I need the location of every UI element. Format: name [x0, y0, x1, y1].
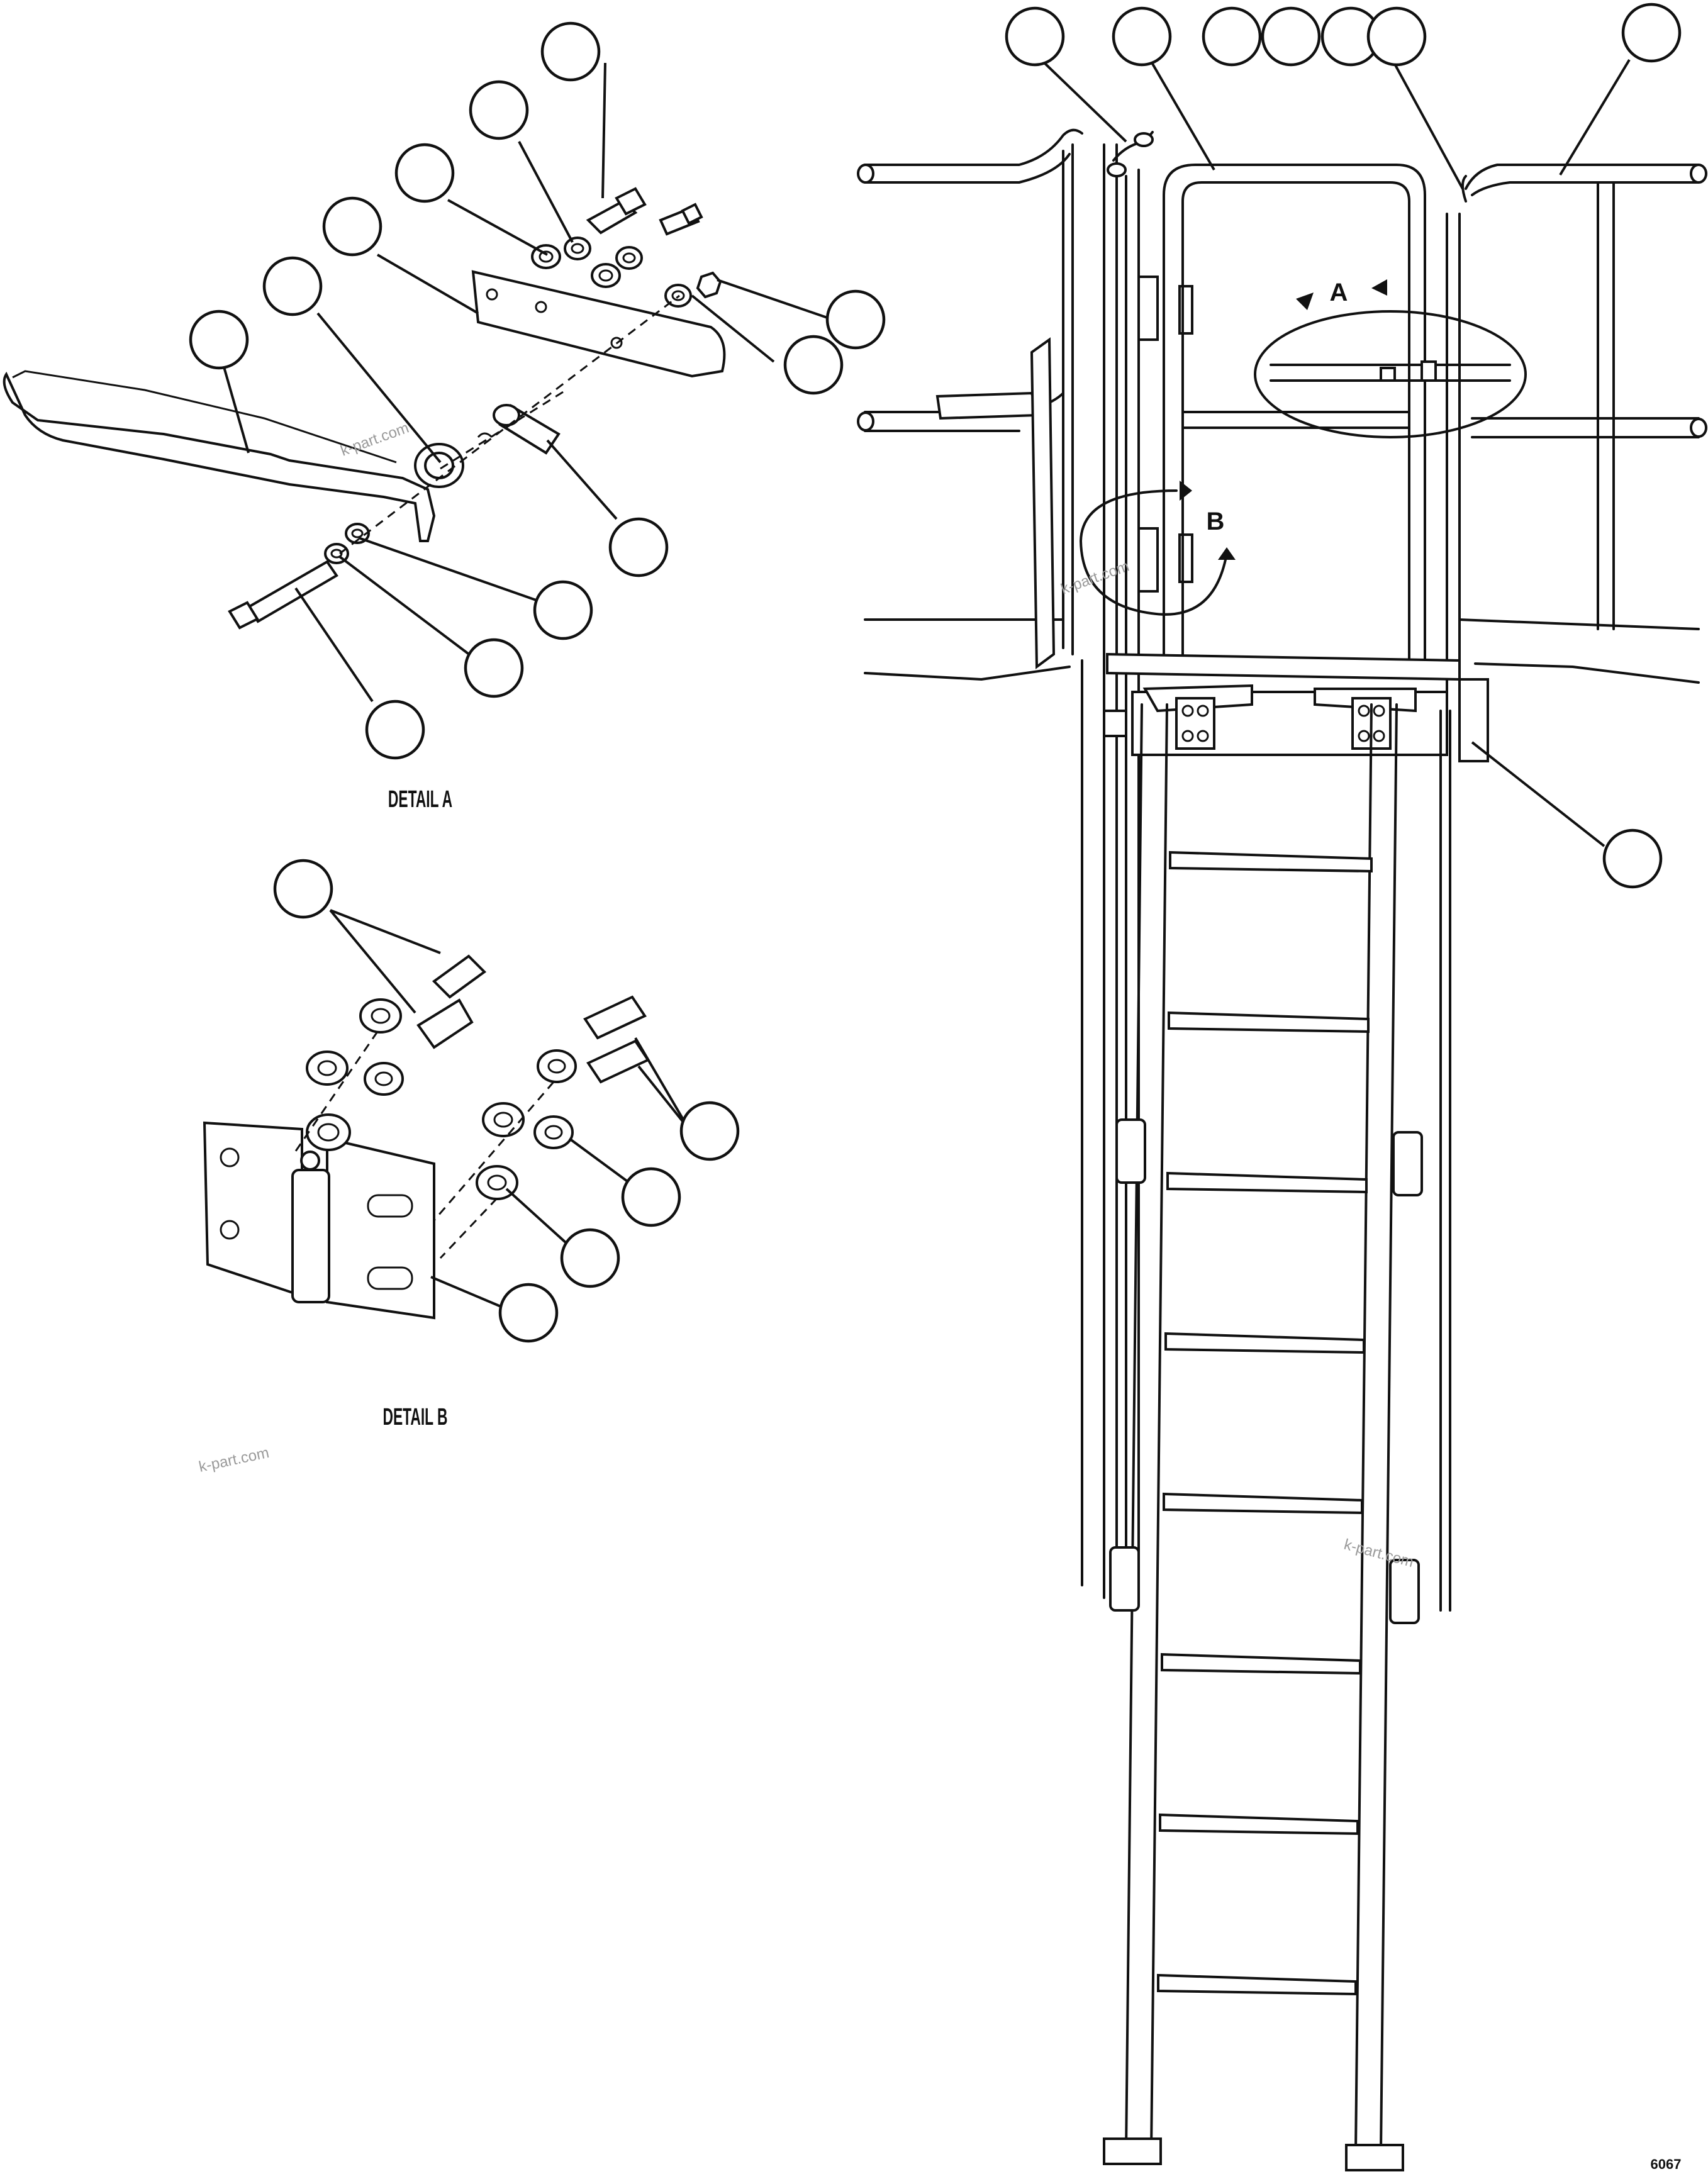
callout-balloon: [273, 859, 333, 919]
watermark: k-part.com: [198, 1444, 271, 1476]
callout-balloon: [464, 638, 524, 698]
callout-balloon: [560, 1228, 620, 1288]
leader-lines: [222, 59, 1631, 1313]
callout-balloon: [608, 517, 669, 577]
callout-balloon: [262, 256, 323, 316]
callout-balloon: [322, 196, 382, 257]
callout-balloon: [1261, 6, 1321, 67]
callout-balloon: [679, 1101, 740, 1161]
detail-b-label: DETAIL B: [382, 1403, 447, 1430]
callout-balloon: [1202, 6, 1262, 67]
callout-balloon: [1621, 3, 1682, 63]
view-b-label: B: [1207, 508, 1225, 535]
callout-balloon: [540, 21, 601, 82]
callout-balloon: [1366, 6, 1427, 67]
callout-balloon: [533, 580, 593, 640]
watermark: k-part.com: [338, 419, 411, 459]
callout-balloon: [825, 289, 886, 350]
callout-balloon: [1602, 828, 1663, 889]
ladder-drawing: [857, 128, 1707, 2171]
callout-balloon: [783, 335, 844, 395]
drawing-number: 6067: [1651, 2156, 1682, 2172]
callout-balloon: [394, 143, 455, 203]
detail-b-drawing: [203, 954, 650, 1320]
callout-balloon: [498, 1283, 559, 1343]
callout-balloon: [621, 1167, 681, 1227]
view-a-label: A: [1330, 279, 1348, 306]
callout-balloon: [469, 80, 529, 140]
detail-a-label: DETAIL A: [388, 786, 452, 812]
callout-balloon: [1112, 6, 1172, 67]
watermark: k-part.com: [1059, 557, 1132, 598]
callout-balloon: [189, 309, 249, 370]
callout-balloon: [1005, 6, 1065, 67]
callout-balloons: [189, 3, 1682, 1343]
watermark: k-part.com: [1342, 1536, 1415, 1571]
callout-balloon: [365, 699, 425, 760]
